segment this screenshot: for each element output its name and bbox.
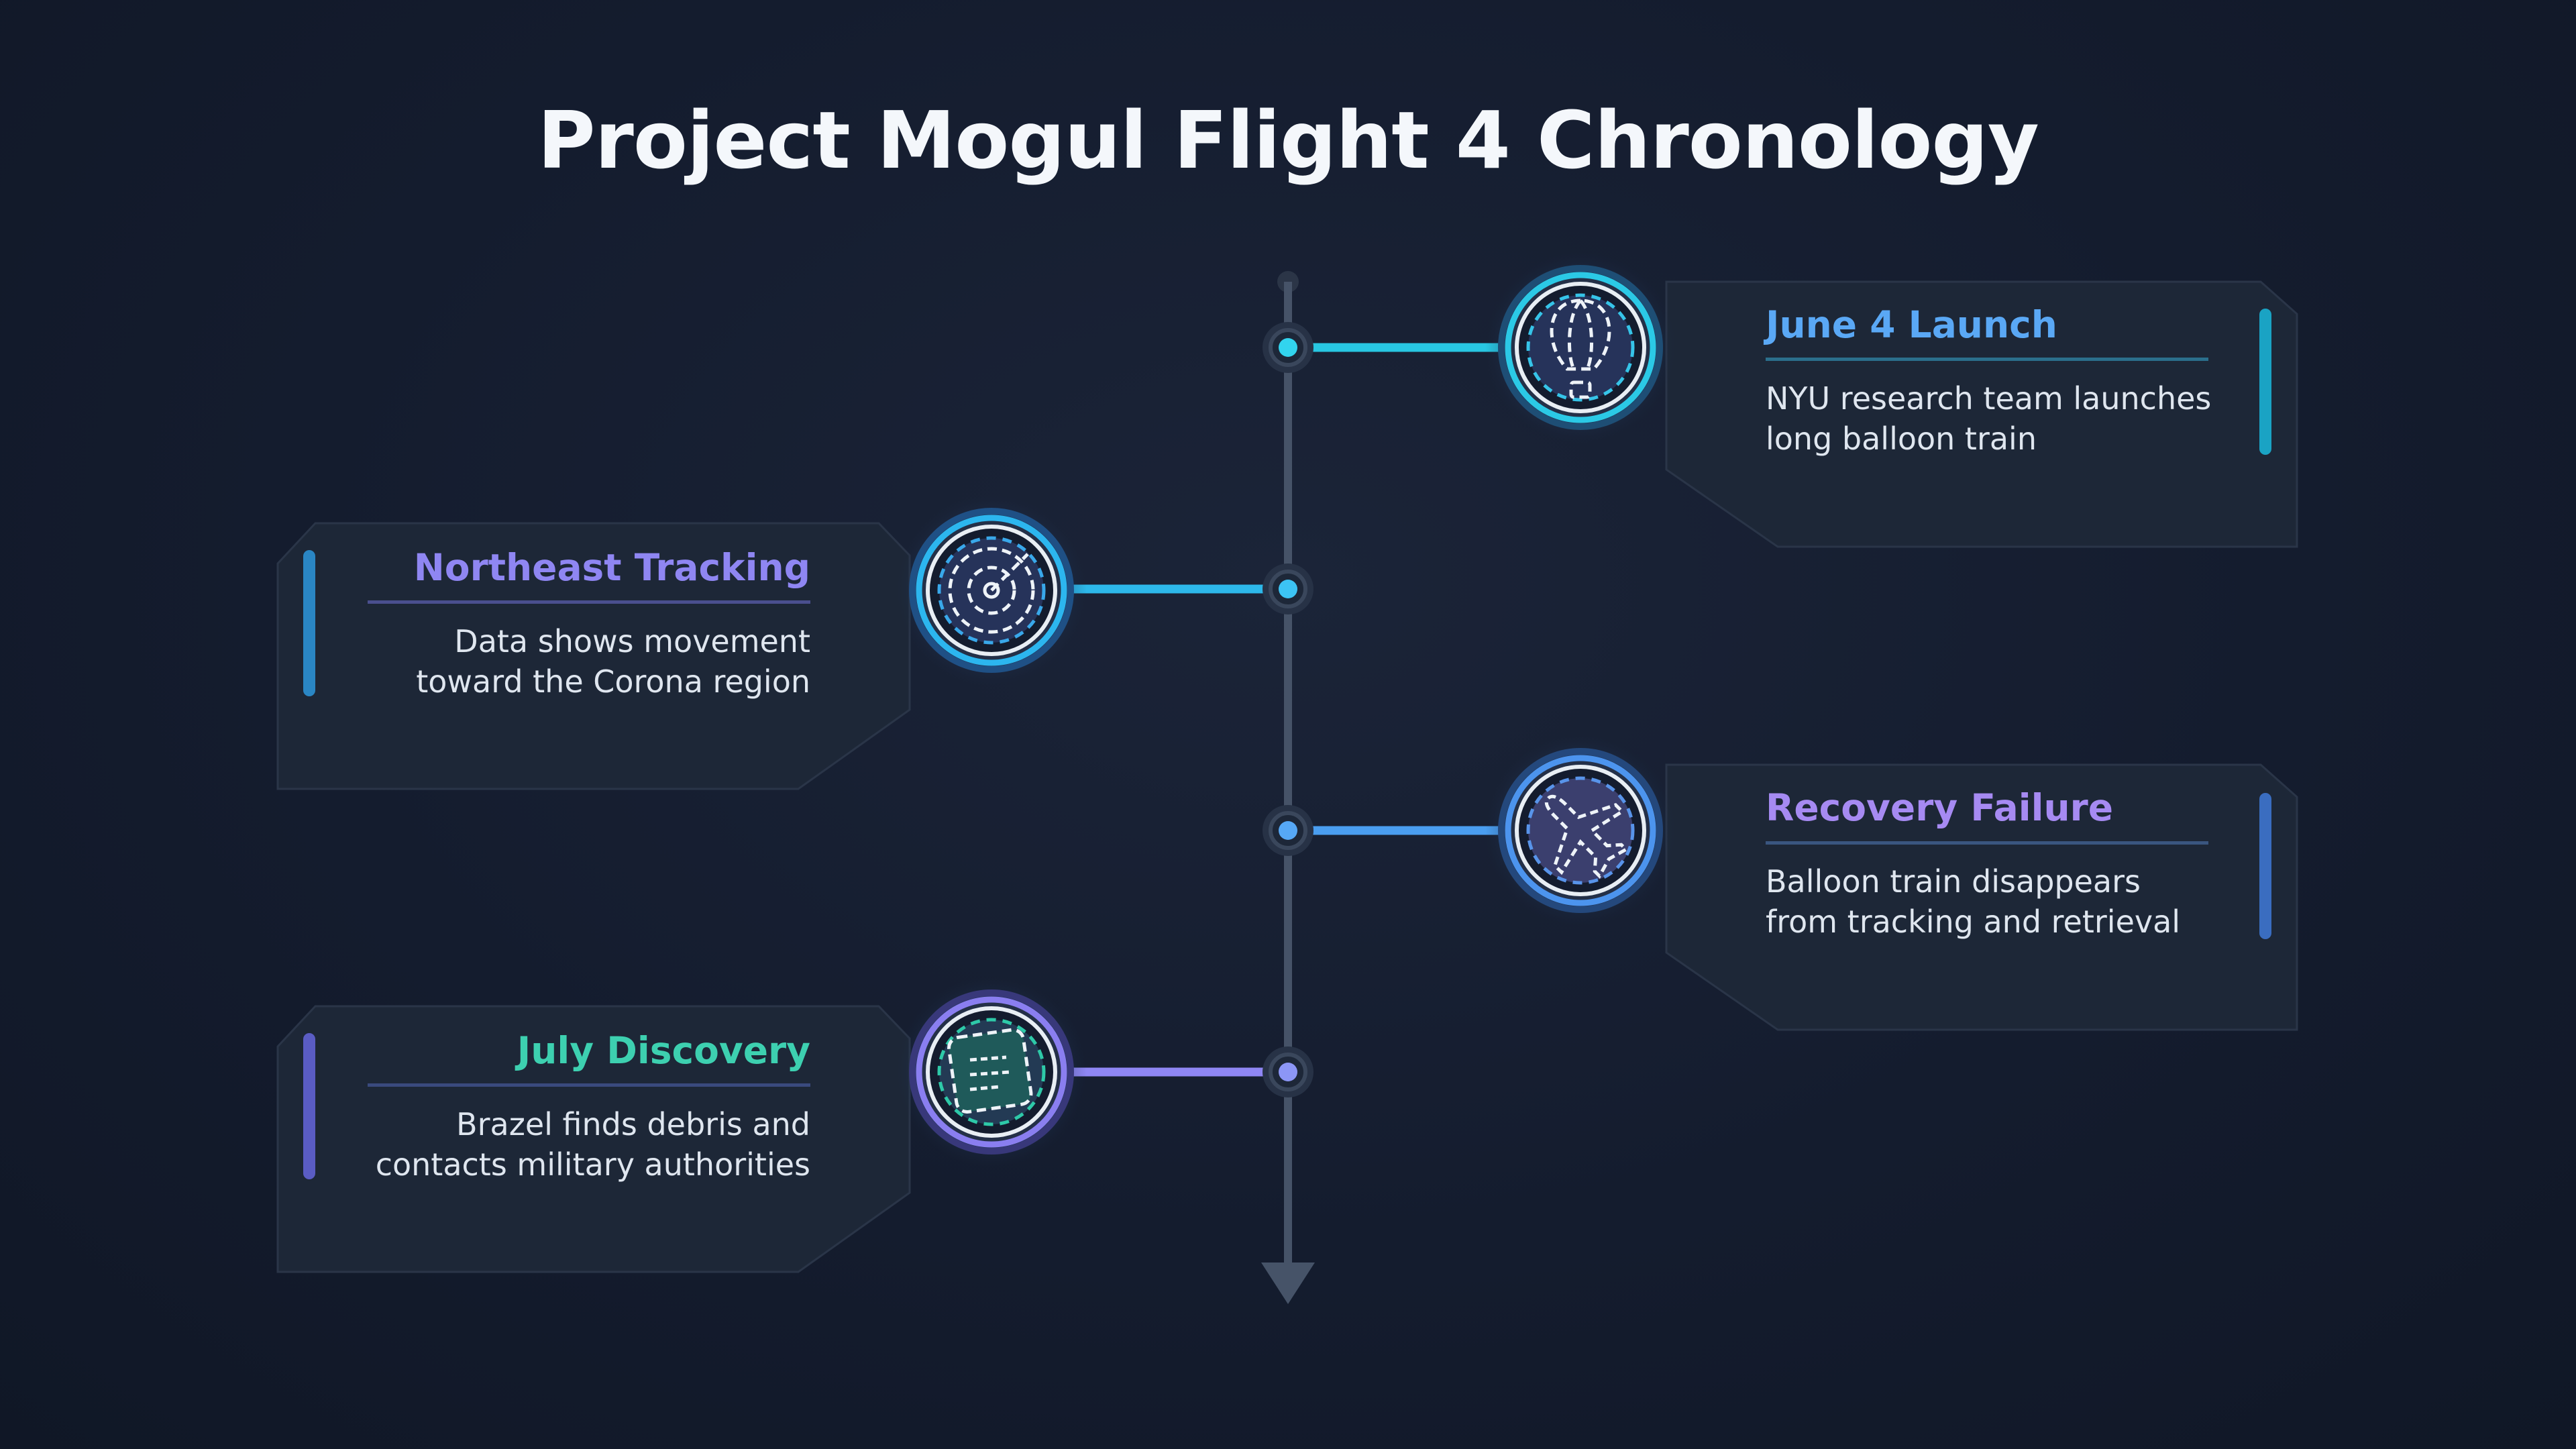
- card-title-underline: [368, 1083, 810, 1087]
- event-card: [1665, 280, 2298, 548]
- airplane-icon: [1544, 794, 1629, 879]
- card-accent-bar: [2259, 793, 2271, 939]
- event-title-july-discovery: July Discovery: [517, 1029, 810, 1072]
- description-line: from tracking and retrieval: [1766, 904, 2181, 940]
- event-description-july-discovery: Brazel finds debris and contacts militar…: [362, 1104, 810, 1185]
- description-line: Balloon train disappears: [1766, 863, 2141, 900]
- description-line: Data shows movement: [454, 623, 810, 659]
- event-description-northeast-tracking: Data shows movement toward the Corona re…: [362, 621, 810, 702]
- hot-air-balloon-icon: [1550, 299, 1611, 399]
- event-title-june-4-launch: June 4 Launch: [1766, 303, 2057, 346]
- card-title-underline: [1766, 358, 2208, 361]
- description-line: contacts military authorities: [375, 1146, 810, 1183]
- event-card: [1665, 763, 2298, 1031]
- event-recovery-failure: [1263, 735, 2298, 1031]
- card-accent-bar: [303, 1033, 315, 1179]
- event-title-recovery-failure: Recovery Failure: [1766, 786, 2114, 829]
- timeline-spine: [1261, 271, 1315, 1304]
- card-title-underline: [1766, 841, 2208, 845]
- event-description-recovery-failure: Balloon train disappears from tracking a…: [1766, 861, 2180, 942]
- document-icon: [947, 1028, 1033, 1114]
- event-northeast-tracking: [276, 495, 1313, 790]
- card-accent-bar: [303, 550, 315, 696]
- page-title: Project Mogul Flight 4 Chronology: [537, 94, 2039, 186]
- event-title-northeast-tracking: Northeast Tracking: [413, 546, 810, 589]
- event-june-4-launch: [1263, 252, 2298, 548]
- description-line: NYU research team launches: [1766, 380, 2212, 417]
- radar-icon: [948, 547, 1035, 634]
- card-title-underline: [368, 600, 810, 604]
- description-line: long balloon train: [1766, 421, 2037, 457]
- card-accent-bar: [2259, 309, 2271, 455]
- description-line: Brazel finds debris and: [456, 1106, 810, 1142]
- description-line: toward the Corona region: [416, 663, 810, 700]
- event-july-discovery: [276, 977, 1313, 1273]
- event-description-june-4-launch: NYU research team launches long balloon …: [1766, 378, 2211, 459]
